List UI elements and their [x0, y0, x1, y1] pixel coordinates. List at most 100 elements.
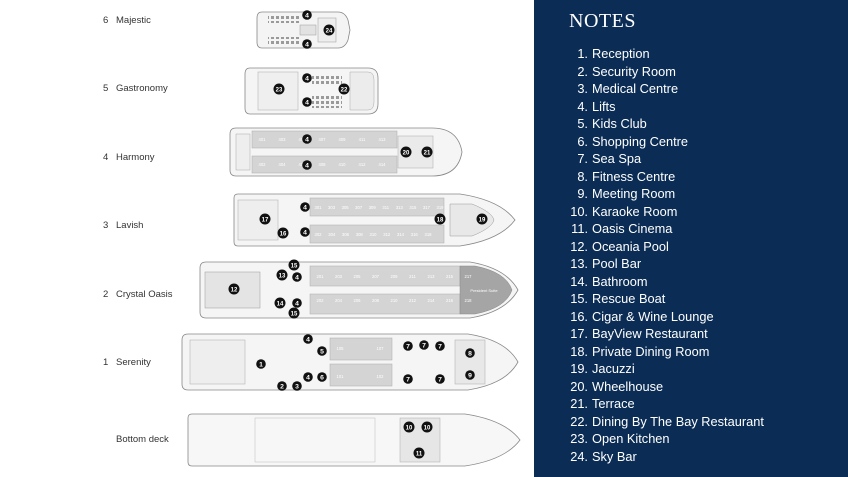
note-label: Rescue Boat [592, 291, 666, 306]
marker-number: 5 [320, 348, 324, 355]
location-marker: 4 [303, 372, 313, 382]
marker-number: 15 [291, 311, 298, 317]
note-item: 13.Pool Bar [564, 255, 764, 273]
note-label: Medical Centre [592, 81, 679, 96]
note-item: 3.Medical Centre [564, 80, 764, 98]
cabin-number: 213 [428, 274, 436, 279]
marker-number: 15 [291, 263, 298, 269]
cabin-number: 218 [465, 298, 473, 303]
location-marker: 4 [303, 334, 313, 344]
note-label: Open Kitchen [592, 431, 670, 446]
note-number: 1. [577, 46, 588, 61]
cabin-number: 307 [355, 205, 363, 210]
location-marker: 7 [403, 341, 413, 351]
marker-dot [256, 359, 266, 369]
note-label: Kids Club [592, 116, 647, 131]
note-item: 11.Oasis Cinema [564, 220, 764, 238]
marker-number: 13 [279, 273, 286, 279]
marker-dot [317, 346, 327, 356]
marker-dot [465, 370, 475, 380]
note-label: Bathroom [592, 273, 648, 289]
cabin-number: 314 [397, 232, 405, 237]
marker-number: 4 [306, 374, 310, 381]
location-marker: 15 [288, 259, 300, 271]
marker-dot [302, 39, 312, 49]
note-number: 11. [571, 221, 588, 236]
location-marker: 13 [276, 269, 288, 281]
note-item: 20.Wheelhouse [564, 378, 764, 396]
cabin-number: 212 [409, 298, 417, 303]
marker-dot [435, 341, 445, 351]
note-label: Security Room [592, 63, 676, 79]
cabin-number: 303 [328, 205, 336, 210]
cabin-number: 414 [379, 162, 387, 167]
note-item: 14.Bathroom [564, 273, 764, 291]
cabin-number: 312 [383, 232, 391, 237]
note-number: 22. [570, 413, 588, 429]
marker-dot [228, 283, 240, 295]
marker-number: 16 [280, 231, 287, 237]
cabin-number: 308 [356, 232, 364, 237]
marker-dot [277, 227, 289, 239]
location-marker: 1 [256, 359, 266, 369]
note-label: Jacuzzi [592, 361, 635, 376]
marker-dot [288, 259, 300, 271]
note-item: 5.Kids Club [564, 115, 764, 133]
cabin-number: 315 [409, 205, 417, 210]
cabin-number: 313 [396, 205, 404, 210]
marker-dot [292, 272, 302, 282]
marker-number: 7 [438, 343, 442, 350]
note-item: 7.Sea Spa [564, 150, 764, 168]
cabin-number: 217 [465, 274, 473, 279]
marker-number: 4 [305, 136, 309, 143]
cabin-number: 317 [423, 205, 431, 210]
location-marker: 4 [302, 134, 312, 144]
note-item: 12.Oceania Pool [564, 238, 764, 256]
marker-dot [434, 213, 446, 225]
marker-number: 4 [303, 204, 307, 211]
marker-number: 18 [437, 217, 444, 223]
marker-dot [300, 227, 310, 237]
note-item: 23.Open Kitchen [564, 430, 764, 448]
marker-number: 12 [231, 287, 238, 293]
note-number: 10. [570, 203, 588, 219]
location-marker: 19 [476, 213, 488, 225]
marker-number: 23 [276, 87, 283, 93]
location-marker: 5 [317, 346, 327, 356]
location-marker: 23 [273, 83, 285, 95]
note-number: 20. [570, 378, 588, 394]
location-marker: 16 [277, 227, 289, 239]
note-number: 18. [570, 343, 588, 359]
cabin-number: 408 [319, 162, 327, 167]
deck-gastronomy [244, 67, 379, 115]
note-number: 7. [577, 151, 588, 166]
marker-number: 4 [306, 336, 310, 343]
note-label: Shopping Centre [592, 133, 689, 149]
note-item: 10.Karaoke Room [564, 203, 764, 221]
marker-number: 10 [424, 425, 431, 431]
cabin-number: 305 [342, 205, 350, 210]
marker-number: 22 [341, 87, 348, 93]
cabin-number: 316 [411, 232, 419, 237]
note-item: 16.Cigar & Wine Lounge [564, 308, 764, 326]
location-marker: 14 [274, 297, 286, 309]
note-label: Oceania Pool [592, 238, 669, 254]
marker-number: 2 [280, 383, 284, 390]
location-marker: 4 [292, 272, 302, 282]
location-marker: 4 [292, 298, 302, 308]
note-label: Karaoke Room [592, 203, 678, 219]
location-marker: 4 [300, 227, 310, 237]
cabin-number: 401 [259, 137, 267, 142]
marker-number: 24 [326, 28, 333, 34]
marker-dot [317, 372, 327, 382]
location-marker: 11 [413, 447, 425, 459]
marker-number: 20 [403, 150, 410, 156]
marker-dot [338, 83, 350, 95]
cabin-number: 301 [315, 205, 323, 210]
note-label: Reception [592, 46, 650, 61]
cabin-number: 403 [279, 137, 287, 142]
location-marker: 4 [300, 202, 310, 212]
